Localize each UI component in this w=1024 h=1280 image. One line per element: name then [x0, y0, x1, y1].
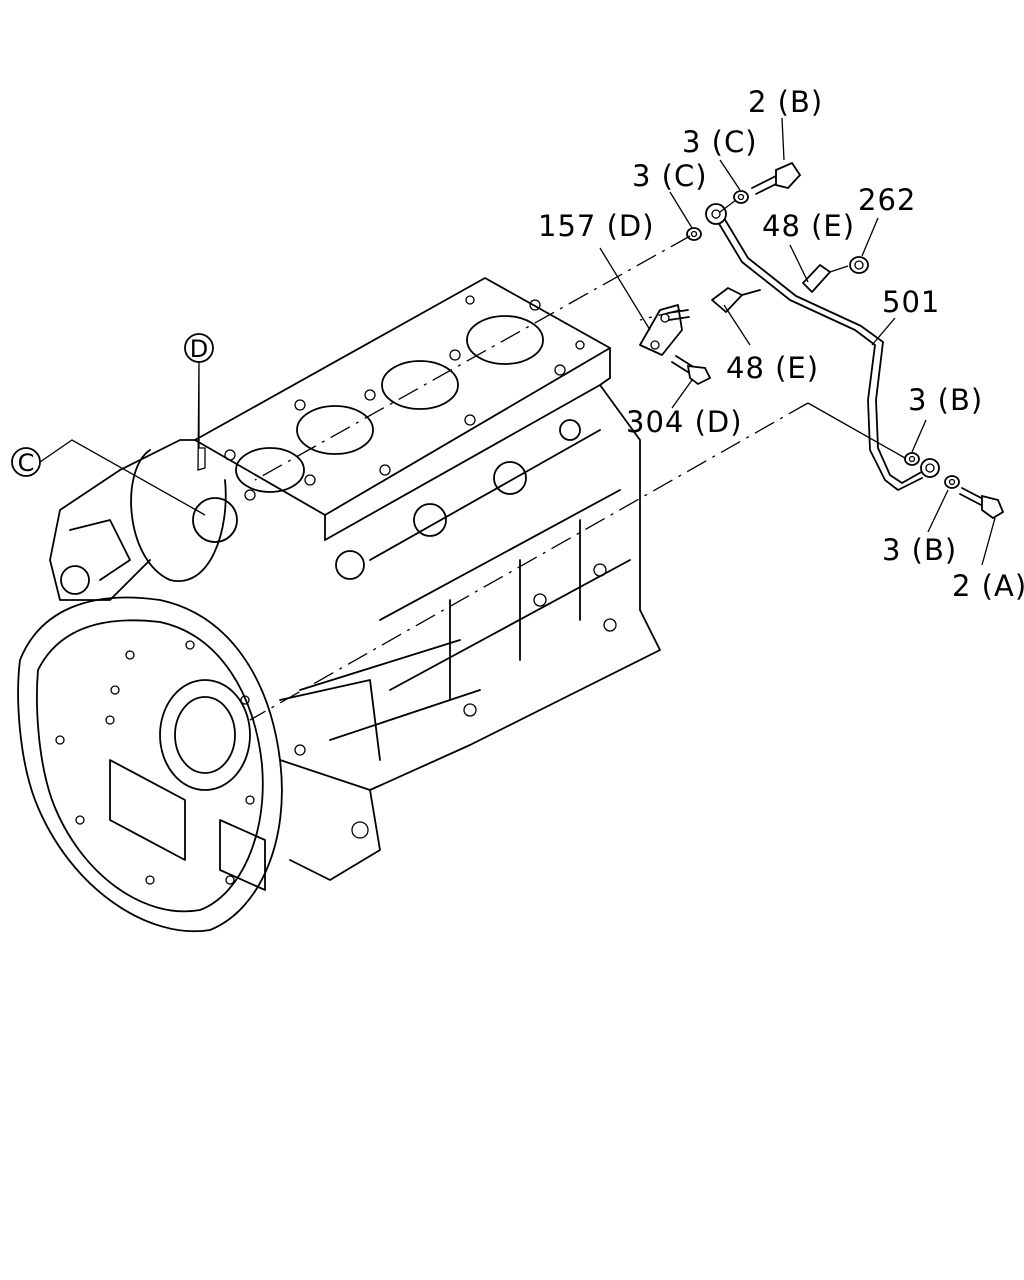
bolt-304d — [671, 355, 712, 386]
ref-d-label: D — [190, 335, 208, 363]
callout-2a: 2 (A) — [952, 569, 1024, 603]
washer-3c-mid — [686, 227, 702, 241]
clip-48-lower — [711, 287, 761, 313]
leader-lines — [39, 117, 996, 566]
callout-3c-top: 3 (C) — [682, 125, 758, 159]
callout-304d: 304 (D) — [626, 405, 743, 439]
callout-labels: 2 (B) 3 (C) 3 (C) 157 (D) 48 (E) 262 501… — [538, 85, 1024, 603]
callout-501: 501 — [882, 285, 940, 319]
callout-2b: 2 (B) — [748, 85, 823, 119]
callout-48e-mid: 48 (E) — [726, 351, 819, 385]
engine-block — [17, 277, 661, 933]
ref-c-label: C — [18, 449, 35, 477]
callout-157d: 157 (D) — [538, 209, 655, 243]
callout-3c-mid: 3 (C) — [632, 159, 708, 193]
oil-pipe-501 — [705, 203, 940, 491]
callout-262: 262 — [858, 183, 916, 217]
bolt-2a — [959, 487, 1005, 520]
bolt-bracket — [667, 309, 690, 321]
clip-48-upper — [802, 264, 831, 293]
callout-48e-top: 48 (E) — [762, 209, 855, 243]
callout-3b-bot: 3 (B) — [882, 533, 957, 567]
bolt-2b — [751, 161, 802, 195]
washer-3b-bot — [944, 475, 960, 489]
washer-3c-top — [733, 190, 749, 204]
ref-marker-d: D — [184, 333, 214, 363]
washer-3b-top — [904, 452, 920, 466]
ref-marker-c: C — [11, 447, 41, 477]
callout-3b-top: 3 (B) — [908, 383, 983, 417]
nut-262 — [829, 256, 869, 274]
